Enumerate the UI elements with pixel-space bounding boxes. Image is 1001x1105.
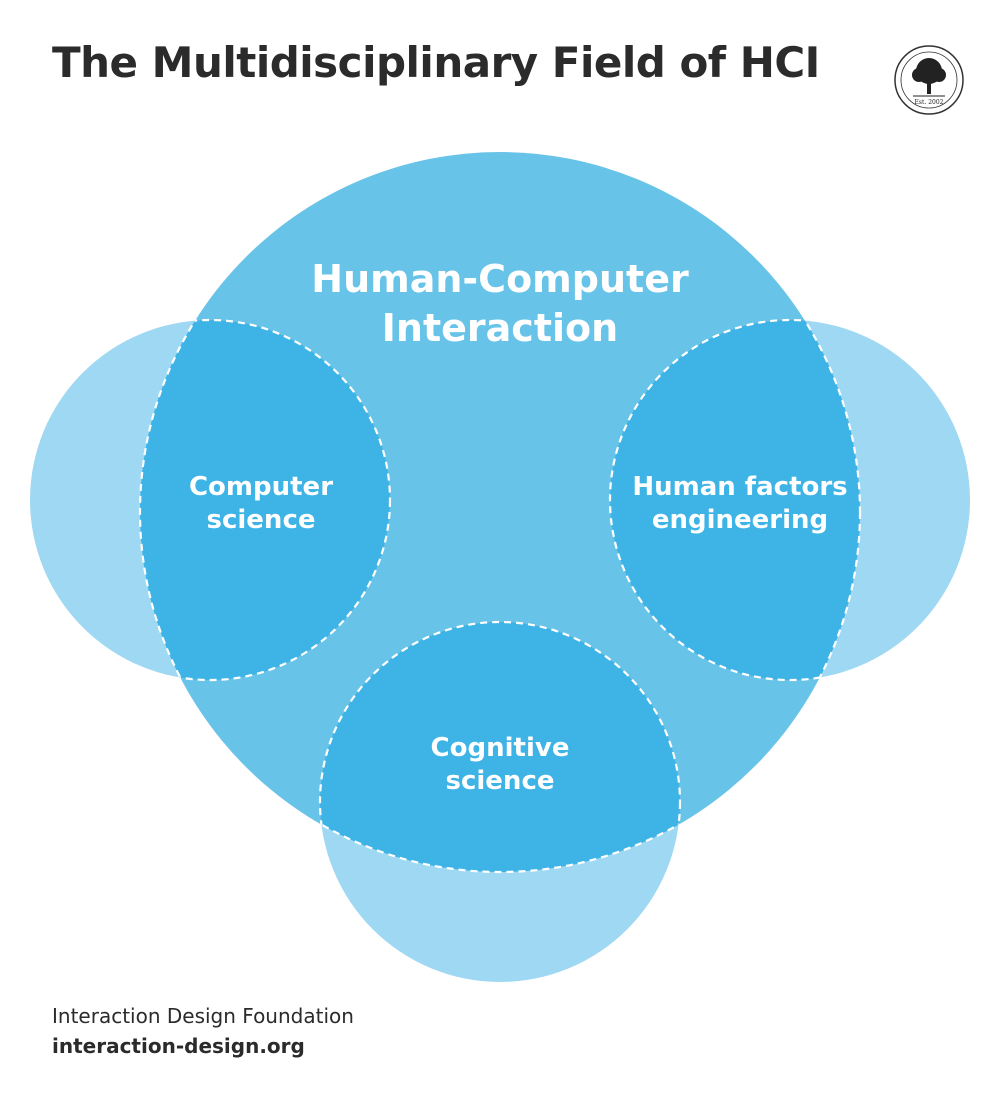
human-factors-label-line1: Human factors (632, 472, 847, 502)
dashed-outline (138, 320, 390, 680)
footer-org-name: Interaction Design Foundation (52, 1004, 354, 1028)
cognitive-science-label-line1: Cognitive (431, 733, 570, 763)
hci-label-line1: Human-Computer (311, 257, 689, 301)
overlap-cognitive-science (320, 622, 680, 872)
dashed-outline (608, 318, 860, 682)
footer-url[interactable]: interaction-design.org (52, 1034, 305, 1058)
hci-label-line2: Interaction (382, 306, 618, 350)
dashed-outline (320, 622, 680, 874)
dashed-outline (140, 318, 392, 682)
computer-science-label-line1: Computer (189, 472, 333, 502)
human-factors-label-line2: engineering (652, 505, 828, 535)
logo-est: Est. 2002 (915, 99, 944, 106)
overlap-human-factors (610, 320, 860, 680)
hci-main-circle (140, 152, 860, 872)
dashed-outline (318, 620, 682, 872)
cognitive-science-label-line2: science (446, 766, 555, 796)
overlap-computer-science (140, 320, 390, 680)
page-title: The Multidisciplinary Field of HCI (52, 38, 820, 87)
idf-logo: Est. 2002 (894, 45, 964, 115)
computer-science-label-line2: science (207, 505, 316, 535)
dashed-outline (610, 320, 862, 680)
